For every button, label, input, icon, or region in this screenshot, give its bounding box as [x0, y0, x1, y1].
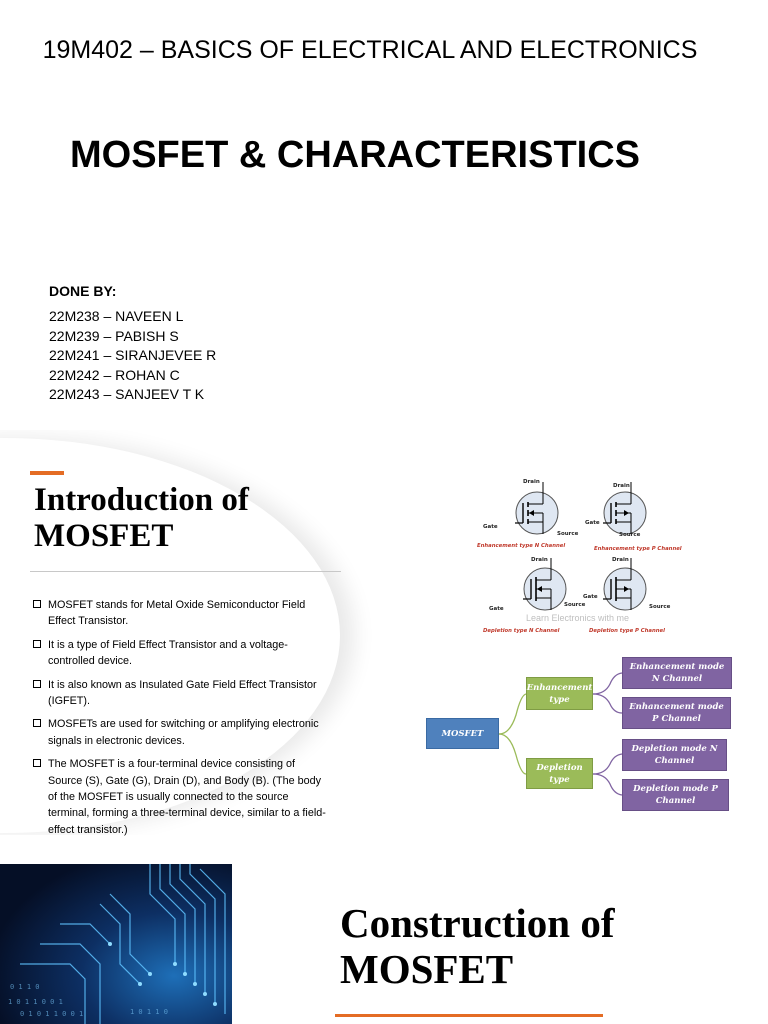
bullet-item: MOSFET stands for Metal Oxide Semiconduc… [32, 597, 332, 630]
svg-text:1 0 1 1 0 0 1: 1 0 1 1 0 0 1 [8, 998, 63, 1006]
source-label: Source [557, 531, 579, 537]
depletion-p-symbol: Drain Gate Source Depletion type P Chann… [583, 557, 671, 634]
circuit-board-image: 1 0 1 1 0 0 1 0 1 0 1 1 0 0 1 1 0 1 1 0 … [0, 864, 232, 1024]
caption-enh-p: Enhancement type P Channel [594, 546, 682, 552]
drain-label: Drain [531, 557, 548, 563]
depletion-type-box: Depletion type [526, 758, 593, 789]
caption-dep-n: Depletion type N Channel [483, 628, 560, 634]
bullet-item: MOSFETs are used for switching or amplif… [32, 716, 332, 749]
enhancement-n-symbol: Drain Gate Source Enhancement type N Cha… [477, 479, 579, 549]
svg-text:0 1 0 1 1 0 0 1: 0 1 0 1 1 0 0 1 [20, 1010, 83, 1018]
intro-title-text: Introduction of MOSFET [34, 482, 249, 554]
member-item: 22M239 – PABISH S [49, 327, 179, 344]
presentation-title: MOSFET & CHARACTERISTICS [70, 134, 640, 176]
gate-label: Gate [583, 594, 598, 600]
member-item: 22M242 – ROHAN C [49, 366, 180, 383]
source-label: Source [649, 604, 671, 610]
bullet-text: It is a type of Field Effect Transistor … [48, 638, 288, 668]
construction-title: Construction of MOSFET [340, 900, 640, 992]
checkbox-bullet-icon [33, 639, 41, 648]
member-item: 22M241 – SIRANJEVEE R [49, 347, 217, 363]
depletion-p-channel-box: Depletion mode P Channel [622, 779, 729, 811]
enhancement-type-box: Enhancement type [526, 677, 593, 710]
source-label: Source [564, 602, 586, 608]
classification-connectors [498, 672, 623, 796]
bullet-item: The MOSFET is a four-terminal device con… [32, 756, 332, 838]
title-divider [30, 571, 341, 572]
accent-bar [30, 471, 64, 475]
member-item: 22M243 – SANJEEV T K [49, 386, 205, 402]
checkbox-bullet-icon [33, 719, 41, 728]
checkbox-bullet-icon [33, 600, 41, 608]
checkbox-bullet-icon [33, 759, 41, 768]
bullet-item: It is a type of Field Effect Transistor … [32, 637, 332, 670]
depletion-n-channel-box: Depletion mode N Channel [622, 739, 727, 771]
accent-underline [335, 1014, 603, 1017]
watermark-text: Learn Electronics with me [526, 613, 630, 623]
bullet-text: The MOSFET is a four-terminal device con… [48, 758, 326, 836]
checkbox-bullet-icon [33, 679, 41, 688]
member-list: 22M238 – NAVEEN L 22M239 – PABISH S 22M2… [49, 307, 216, 405]
intro-title: Introduction of MOSFET [34, 482, 284, 554]
drain-label: Drain [613, 483, 630, 489]
enhancement-p-symbol: Drain Gate Source Enhancement type P Cha… [585, 482, 682, 552]
mosfet-root-box: MOSFET [426, 718, 499, 749]
drain-label: Drain [523, 479, 540, 485]
bullet-item: It is also known as Insulated Gate Field… [32, 677, 332, 710]
member-item: 22M238 – NAVEEN L [49, 308, 184, 324]
gate-label: Gate [585, 520, 600, 526]
drain-label: Drain [612, 557, 629, 563]
construction-title-text: Construction of MOSFET [340, 900, 615, 992]
intro-slide-background [0, 430, 768, 835]
depletion-n-symbol: Drain Gate Source Depletion type N Chann… [483, 557, 586, 634]
done-by-label: DONE BY: [49, 283, 117, 299]
svg-text:0 1 1 0: 0 1 1 0 [10, 983, 40, 991]
caption-dep-p: Depletion type P Channel [589, 628, 665, 634]
bullet-text: MOSFET stands for Metal Oxide Semiconduc… [48, 599, 306, 628]
course-title: 19M402 – BASICS OF ELECTRICAL AND ELECTR… [42, 36, 698, 64]
gate-label: Gate [483, 524, 498, 530]
intro-bullet-list: MOSFET stands for Metal Oxide Semiconduc… [32, 597, 332, 845]
source-label: Source [619, 532, 641, 538]
gate-label: Gate [489, 606, 504, 612]
enhancement-n-channel-box: Enhancement mode N Channel [622, 657, 732, 689]
mosfet-symbols-figure: Drain Gate Source Enhancement type N Cha… [477, 479, 682, 634]
svg-text:1 0 1 1 0: 1 0 1 1 0 [130, 1008, 168, 1016]
bullet-text: MOSFETs are used for switching or amplif… [48, 718, 319, 747]
bullet-text: It is also known as Insulated Gate Field… [48, 678, 317, 708]
caption-enh-n: Enhancement type N Channel [477, 543, 565, 549]
enhancement-p-channel-box: Enhancement mode P Channel [622, 697, 731, 729]
